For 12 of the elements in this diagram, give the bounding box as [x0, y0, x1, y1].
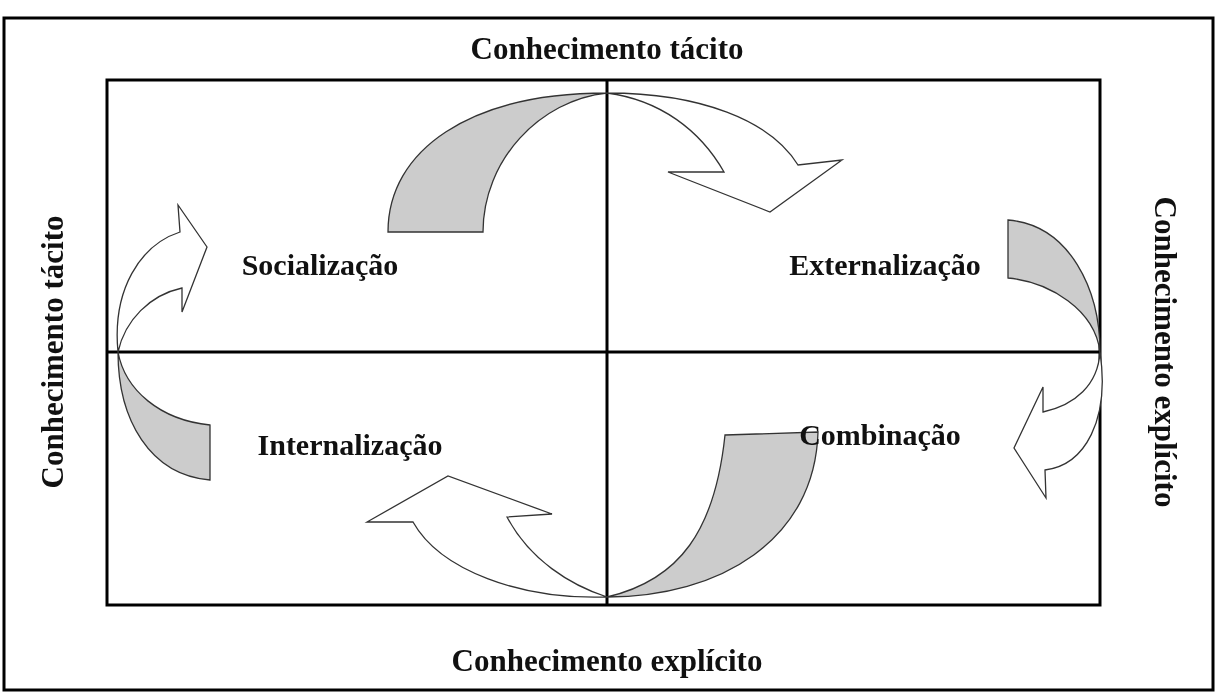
curved-arrow: [116, 204, 211, 481]
axis-label: Conhecimento tácito: [36, 215, 68, 489]
axis-label: Conhecimento explícito: [451, 644, 763, 676]
mode-label: Externalização: [789, 250, 981, 280]
mode-label: Socialização: [241, 250, 399, 280]
curved-arrow: [1007, 219, 1103, 499]
axis-label: Conhecimento tácito: [470, 32, 744, 64]
mode-label: Internalização: [257, 430, 443, 460]
axis-label: Conhecimento explícito: [1149, 196, 1181, 508]
mode-label: Combinação: [799, 420, 961, 450]
curved-arrow: [366, 431, 819, 598]
curved-arrow: [387, 92, 843, 233]
